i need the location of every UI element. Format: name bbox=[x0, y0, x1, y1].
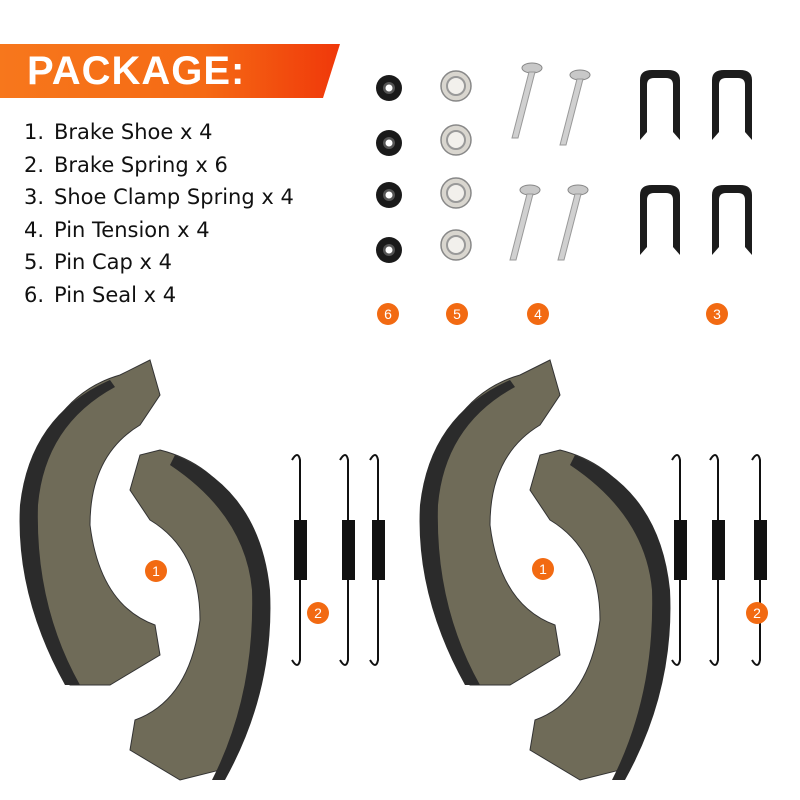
pin-caps bbox=[440, 70, 472, 261]
package-banner bbox=[0, 44, 340, 98]
badge-pin-cap: 5 bbox=[446, 303, 468, 325]
badge-brake-spring: 2 bbox=[307, 602, 329, 624]
shoe-clamp-springs bbox=[640, 70, 752, 255]
list-item: 6.Pin Seal x 4 bbox=[24, 282, 177, 307]
pin-tensions bbox=[509, 62, 591, 261]
badge-pin-tension: 4 bbox=[527, 303, 549, 325]
package-contents-list: 1.Brake Shoe x 4 2.Brake Spring x 6 3.Sh… bbox=[24, 116, 294, 311]
badge-clamp-spring: 3 bbox=[706, 303, 728, 325]
list-item: 4.Pin Tension x 4 bbox=[24, 217, 210, 242]
package-title: PACKAGE: bbox=[27, 49, 246, 93]
badge-pin-seal: 6 bbox=[377, 303, 399, 325]
brake-springs-left bbox=[291, 454, 386, 666]
badge-brake-spring: 2 bbox=[746, 602, 768, 624]
brake-springs-right bbox=[671, 454, 768, 666]
badge-brake-shoe: 1 bbox=[532, 558, 554, 580]
list-item: 2.Brake Spring x 6 bbox=[24, 152, 228, 177]
list-item: 1.Brake Shoe x 4 bbox=[24, 120, 213, 144]
badge-brake-shoe: 1 bbox=[145, 560, 167, 582]
pin-seals bbox=[376, 75, 402, 263]
list-item: 3.Shoe Clamp Spring x 4 bbox=[24, 185, 294, 209]
list-item: 5.Pin Cap x 4 bbox=[24, 250, 173, 274]
